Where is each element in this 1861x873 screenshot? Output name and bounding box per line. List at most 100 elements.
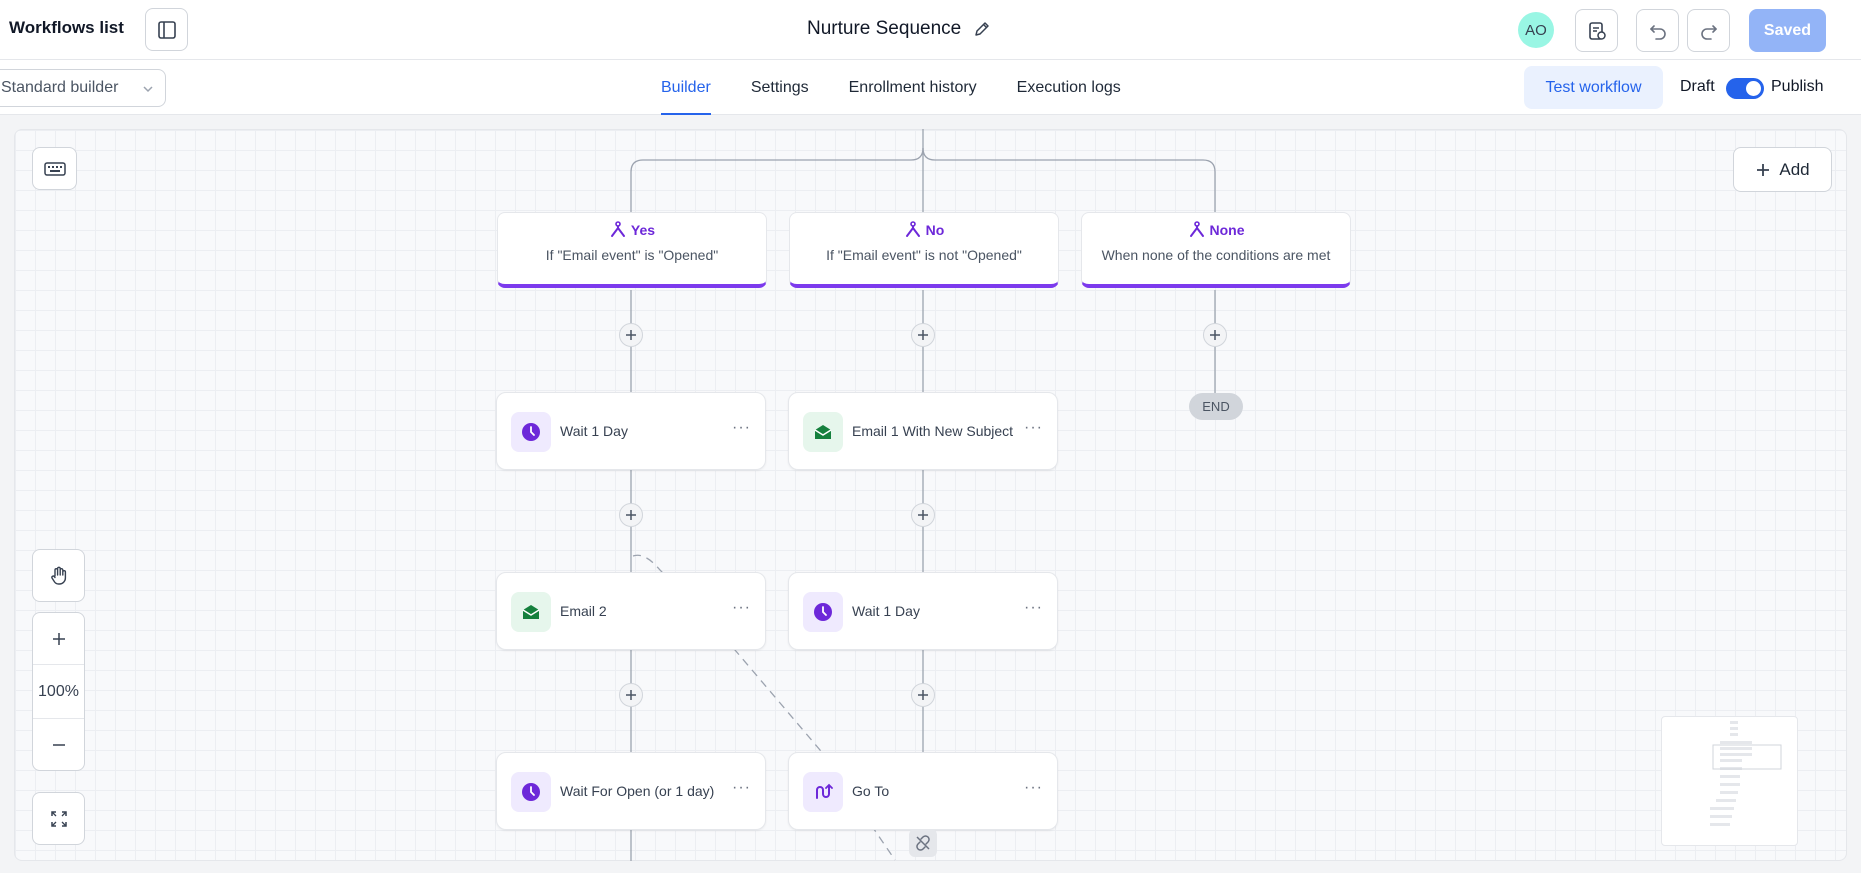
branch-card-none[interactable]: None When none of the conditions are met (1081, 212, 1351, 288)
branch-title: No (925, 222, 945, 238)
minimap-preview (1710, 721, 1782, 826)
end-marker: END (1189, 393, 1243, 420)
undo-icon (1649, 24, 1666, 40)
workflow-node[interactable]: Wait For Open (or 1 day) ··· (496, 752, 766, 830)
add-step-button[interactable] (619, 323, 643, 347)
workflow-node[interactable]: Wait 1 Day ··· (788, 572, 1058, 650)
redo-button[interactable] (1687, 9, 1730, 52)
workflow-notes-button[interactable] (1575, 9, 1618, 52)
zoom-controls: 100% (32, 612, 85, 771)
tab-builder[interactable]: Builder (661, 60, 711, 115)
saved-button[interactable]: Saved (1749, 9, 1826, 52)
email-icon (803, 412, 843, 452)
zoom-out-button[interactable] (33, 719, 84, 770)
add-step-button[interactable] (911, 503, 935, 527)
edit-pencil-icon[interactable] (973, 20, 991, 38)
workflow-node[interactable]: Email 2 ··· (496, 572, 766, 650)
builder-toolbar: Standard builder Builder Settings Enroll… (0, 60, 1861, 115)
add-step-button[interactable] (619, 683, 643, 707)
node-label: Wait 1 Day (560, 423, 628, 439)
more-options-icon[interactable]: ··· (732, 419, 751, 436)
plus-icon (626, 510, 636, 520)
more-options-icon[interactable]: ··· (1024, 419, 1043, 436)
plus-icon (626, 690, 636, 700)
tab-execution-logs[interactable]: Execution logs (1016, 78, 1121, 96)
goto-icon (803, 772, 843, 812)
add-button[interactable]: Add (1733, 147, 1832, 192)
toggle-knob (1746, 81, 1761, 96)
minus-icon (52, 743, 65, 746)
plus-icon (1757, 163, 1770, 176)
publish-toggle[interactable] (1726, 78, 1764, 99)
add-label: Add (1779, 159, 1810, 179)
tab-enrollment-history[interactable]: Enrollment history (848, 78, 977, 96)
top-bar: Workflows list Nurture Sequence AO Saved (0, 0, 1861, 60)
branch-title: None (1209, 222, 1245, 238)
more-options-icon[interactable]: ··· (1024, 599, 1043, 616)
more-options-icon[interactable]: ··· (732, 599, 751, 616)
workflows-list-link[interactable]: Workflows list (9, 18, 124, 37)
add-step-button[interactable] (1203, 323, 1227, 347)
minimap[interactable] (1661, 716, 1798, 846)
keyboard-shortcuts-button[interactable] (32, 147, 77, 190)
add-step-button[interactable] (911, 323, 935, 347)
plus-icon (918, 510, 928, 520)
email-icon (511, 592, 551, 632)
sidebar-icon (157, 20, 176, 39)
workflow-node[interactable]: Email 1 With New Subject ··· (788, 392, 1058, 470)
plus-icon (52, 632, 65, 645)
unlink-icon (916, 835, 930, 851)
branch-title-row: None (1082, 221, 1350, 239)
branch-condition: If "Email event" is "Opened" (545, 247, 719, 263)
plus-icon (918, 690, 928, 700)
builder-mode-select[interactable]: Standard builder (0, 69, 166, 107)
node-label: Email 1 With New Subject (852, 423, 1014, 439)
node-label: Email 2 (560, 603, 607, 619)
fit-view-button[interactable] (32, 792, 85, 845)
workflow-node[interactable]: Go To ··· (788, 752, 1058, 830)
more-options-icon[interactable]: ··· (1024, 779, 1043, 796)
branch-card-yes[interactable]: Yes If "Email event" is "Opened" (497, 212, 767, 288)
avatar[interactable]: AO (1518, 12, 1554, 48)
clock-icon (511, 412, 551, 452)
pan-tool-button[interactable] (32, 549, 85, 602)
branch-split-icon (610, 221, 625, 237)
branch-card-no[interactable]: No If "Email event" is not "Opened" (789, 212, 1059, 288)
node-label: Go To (852, 783, 890, 799)
node-label: Wait For Open (or 1 day) (560, 783, 715, 799)
plus-icon (626, 330, 636, 340)
keyboard-icon (43, 161, 66, 176)
clock-icon (511, 772, 551, 812)
plus-icon (918, 330, 928, 340)
document-check-icon (1588, 21, 1606, 40)
sidebar-toggle-button[interactable] (145, 8, 188, 51)
zoom-level: 100% (33, 665, 84, 719)
branch-split-icon (1189, 221, 1204, 237)
chevron-down-icon (143, 86, 153, 93)
add-step-button[interactable] (911, 683, 935, 707)
undo-button[interactable] (1636, 9, 1679, 52)
tab-settings[interactable]: Settings (750, 78, 809, 96)
test-workflow-button[interactable]: Test workflow (1524, 66, 1663, 109)
more-options-icon[interactable]: ··· (732, 779, 751, 796)
unlink-button[interactable] (909, 829, 937, 857)
workflow-title-text: Nurture Sequence (807, 18, 962, 39)
zoom-in-button[interactable] (33, 613, 84, 665)
expand-icon (33, 793, 84, 844)
node-label: Wait 1 Day (852, 603, 920, 619)
branch-condition: If "Email event" is not "Opened" (826, 247, 1022, 263)
branch-title: Yes (630, 222, 656, 238)
branch-split-icon (905, 221, 920, 237)
add-step-button[interactable] (619, 503, 643, 527)
workflow-title: Nurture Sequence (807, 18, 991, 40)
plus-icon (1210, 330, 1220, 340)
workflow-node[interactable]: Wait 1 Day ··· (496, 392, 766, 470)
clock-icon (803, 592, 843, 632)
draft-label: Draft (1680, 78, 1715, 95)
branch-title-row: No (790, 221, 1058, 239)
builder-mode-value: Standard builder (1, 79, 119, 96)
branch-title-row: Yes (498, 221, 766, 239)
tab-bar: Builder Settings Enrollment history Exec… (661, 60, 1121, 115)
workflow-canvas[interactable] (14, 129, 1847, 861)
